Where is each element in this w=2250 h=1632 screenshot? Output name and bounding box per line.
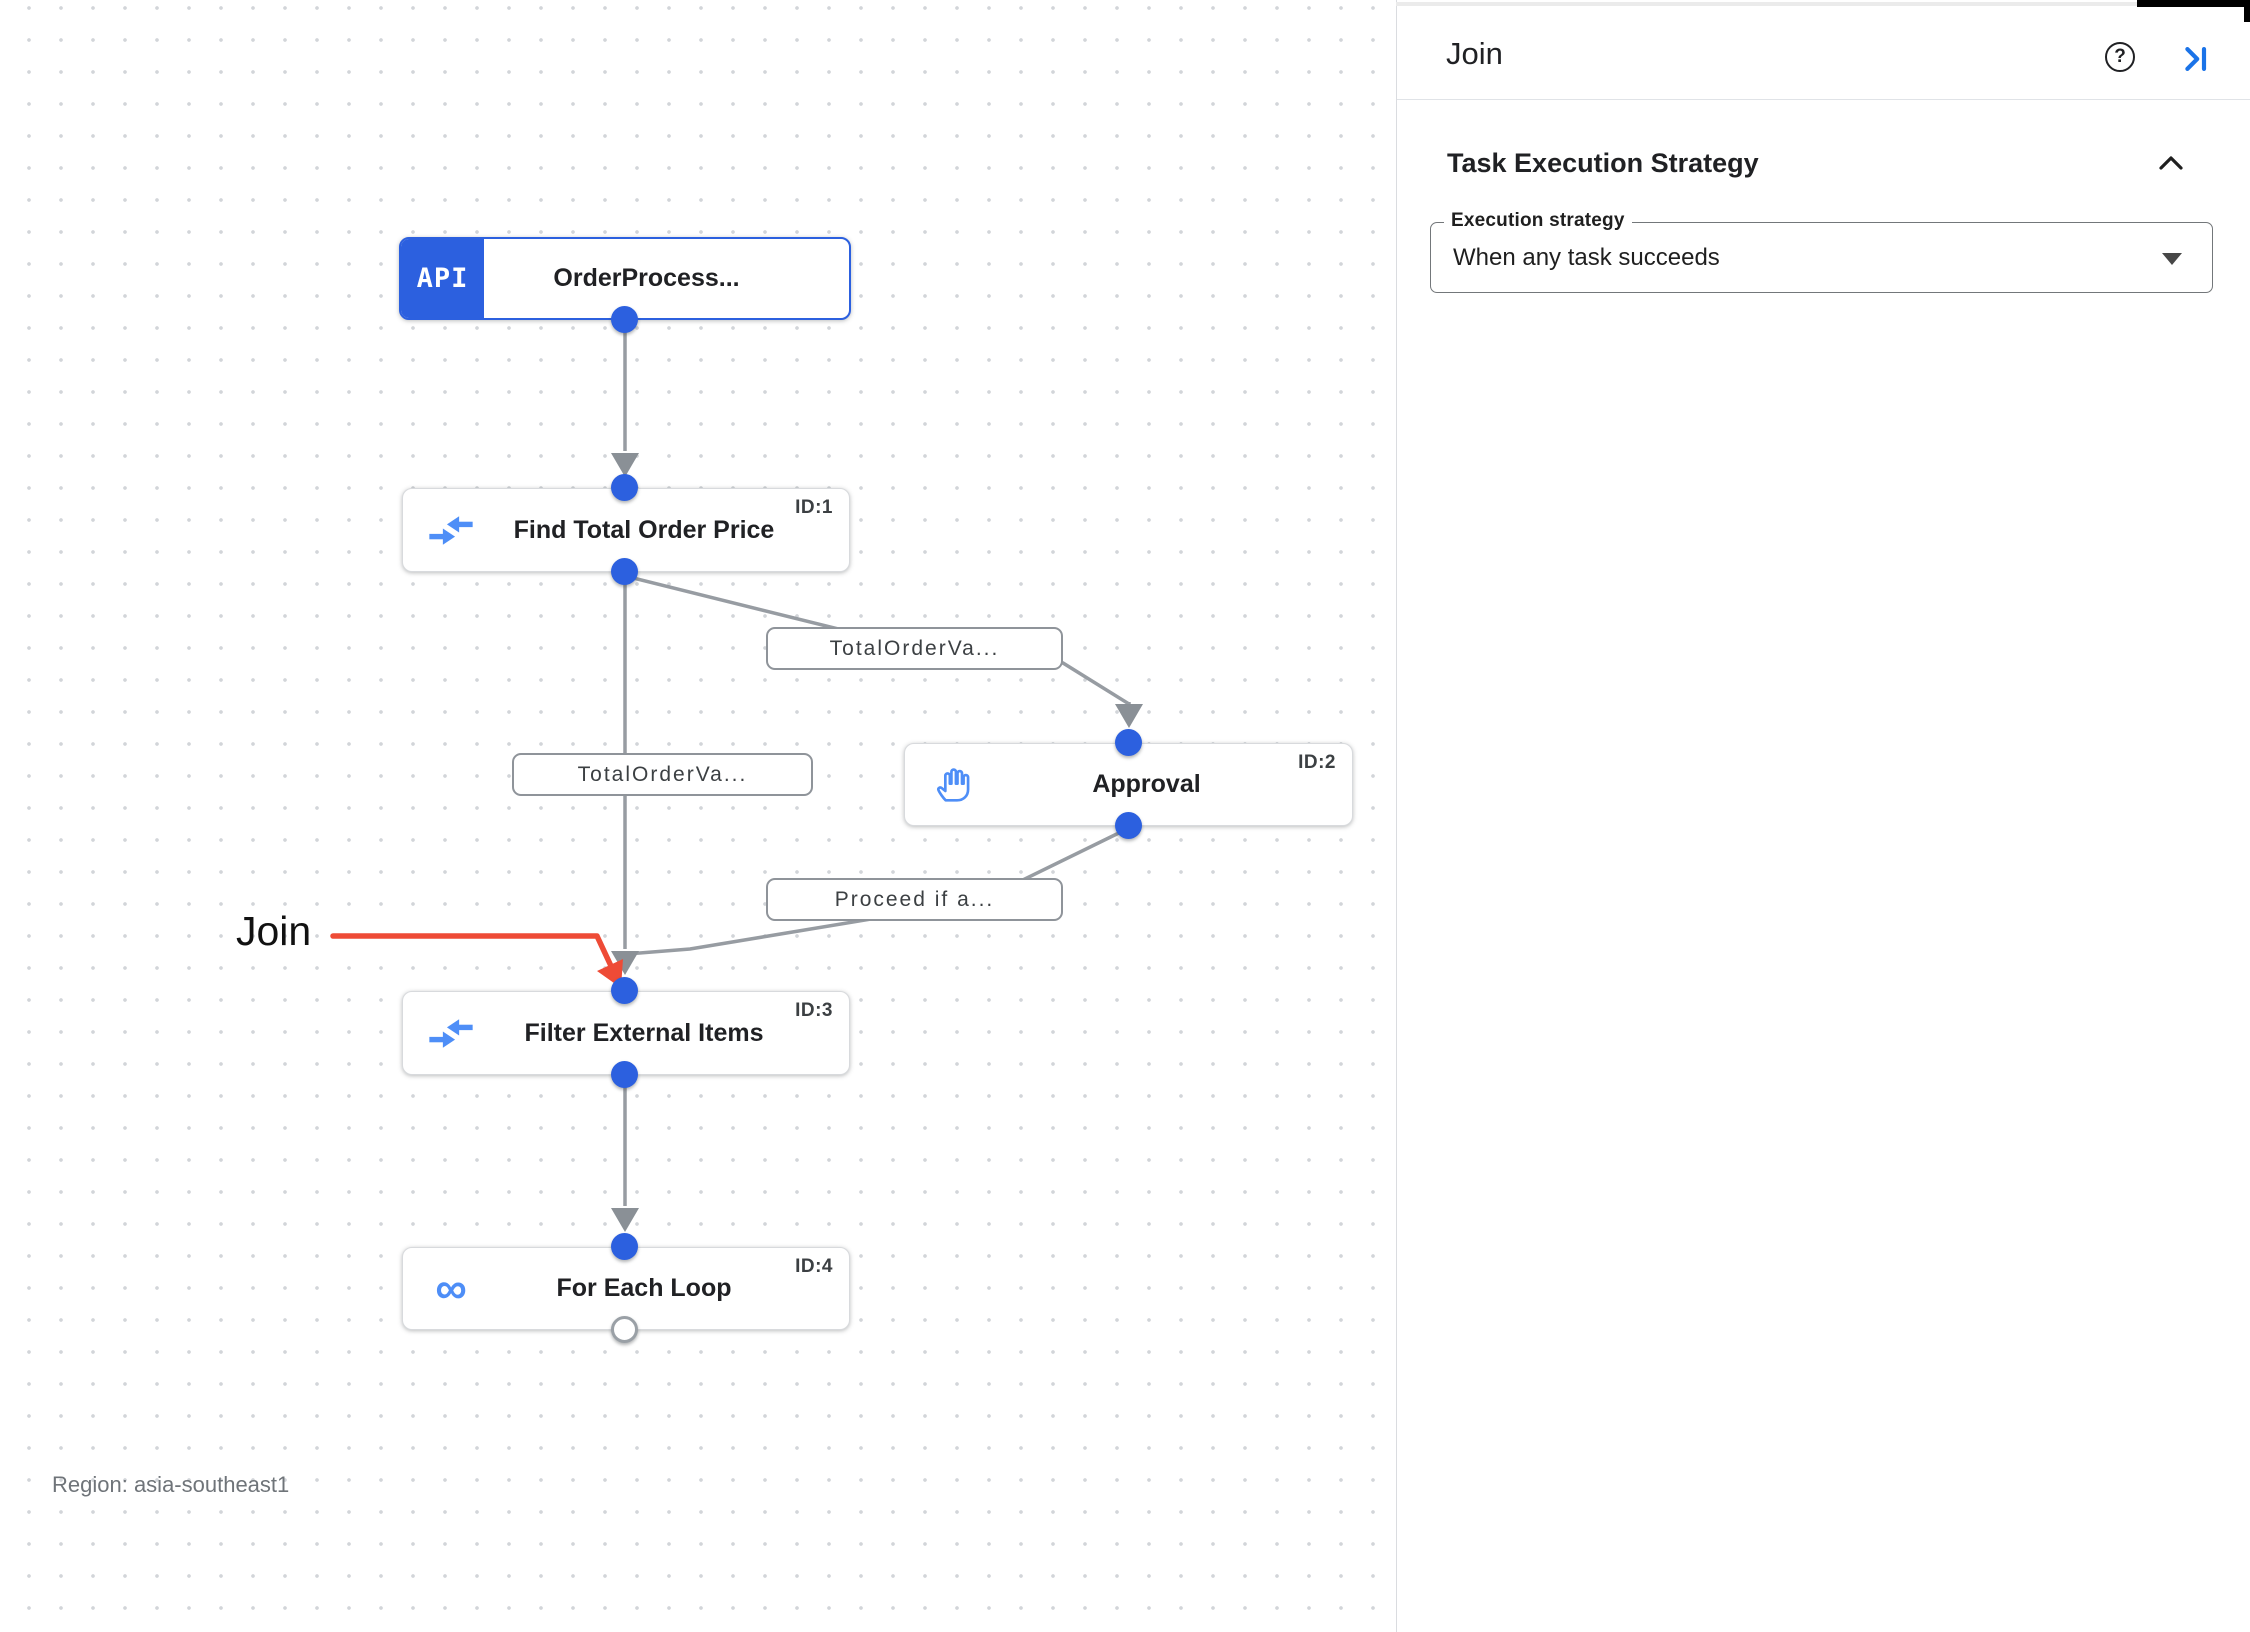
port-trigger-out[interactable]	[611, 306, 638, 333]
port-foreach-out[interactable]	[611, 1316, 638, 1343]
section-title: Task Execution Strategy	[1447, 148, 1759, 178]
port-find-in[interactable]	[611, 474, 638, 501]
join-annotation-label: Join	[236, 908, 312, 954]
chevron-up-icon	[2159, 156, 2183, 170]
api-trigger-icon: API	[401, 239, 484, 318]
node-id-badge: ID:4	[795, 1256, 833, 1277]
port-foreach-in[interactable]	[611, 1233, 638, 1260]
node-title: For Each Loop	[556, 1274, 732, 1302]
port-approval-in[interactable]	[1115, 729, 1142, 756]
port-approval-out[interactable]	[1115, 812, 1142, 839]
node-title: OrderProcess...	[553, 264, 740, 292]
workflow-canvas[interactable]: TotalOrderVa... TotalOrderVa... Proceed …	[0, 0, 1396, 1632]
panel-divider	[1397, 99, 2250, 100]
port-find-out[interactable]	[611, 558, 638, 585]
execution-strategy-select[interactable]: Execution strategy When any task succeed…	[1430, 210, 2213, 293]
node-title: Find Total Order Price	[513, 515, 775, 544]
help-button[interactable]: ?	[2105, 42, 2135, 72]
node-id-badge: ID:3	[795, 1000, 833, 1021]
join-annotation-arrow	[330, 933, 623, 988]
panel-top-strip	[1396, 2, 2250, 6]
node-id-badge: ID:1	[795, 497, 833, 518]
data-mapping-icon	[403, 1017, 499, 1050]
data-mapping-icon	[403, 514, 499, 547]
dropdown-caret-icon	[2162, 253, 2182, 265]
loop-icon: ∞	[435, 1263, 467, 1313]
approval-hand-icon	[905, 765, 1001, 805]
port-filter-out[interactable]	[611, 1061, 638, 1088]
node-id-badge: ID:2	[1298, 752, 1336, 773]
region-label: Region: asia-southeast1	[52, 1472, 290, 1497]
help-icon: ?	[2105, 42, 2135, 72]
edge-label[interactable]: TotalOrderVa...	[512, 753, 813, 796]
execution-strategy-label: Execution strategy	[1444, 210, 1632, 232]
node-title: Approval	[1092, 770, 1201, 798]
config-panel: Join ? Task Execution Strategy Execution…	[1396, 0, 2250, 1632]
execution-strategy-value: When any task succeeds	[1453, 243, 1720, 271]
collapse-panel-button[interactable]	[2179, 42, 2213, 76]
node-title: Filter External Items	[524, 1018, 764, 1047]
panel-title: Join	[1446, 36, 1503, 71]
port-filter-in[interactable]	[611, 977, 638, 1004]
top-right-black-edge	[2244, 0, 2250, 22]
collapse-right-icon	[2185, 47, 2207, 71]
top-right-black-bar	[2137, 0, 2250, 7]
edge-label[interactable]: Proceed if a...	[766, 878, 1063, 921]
section-task-execution-strategy[interactable]: Task Execution Strategy	[1447, 148, 2207, 192]
edge-label[interactable]: TotalOrderVa...	[766, 627, 1063, 670]
